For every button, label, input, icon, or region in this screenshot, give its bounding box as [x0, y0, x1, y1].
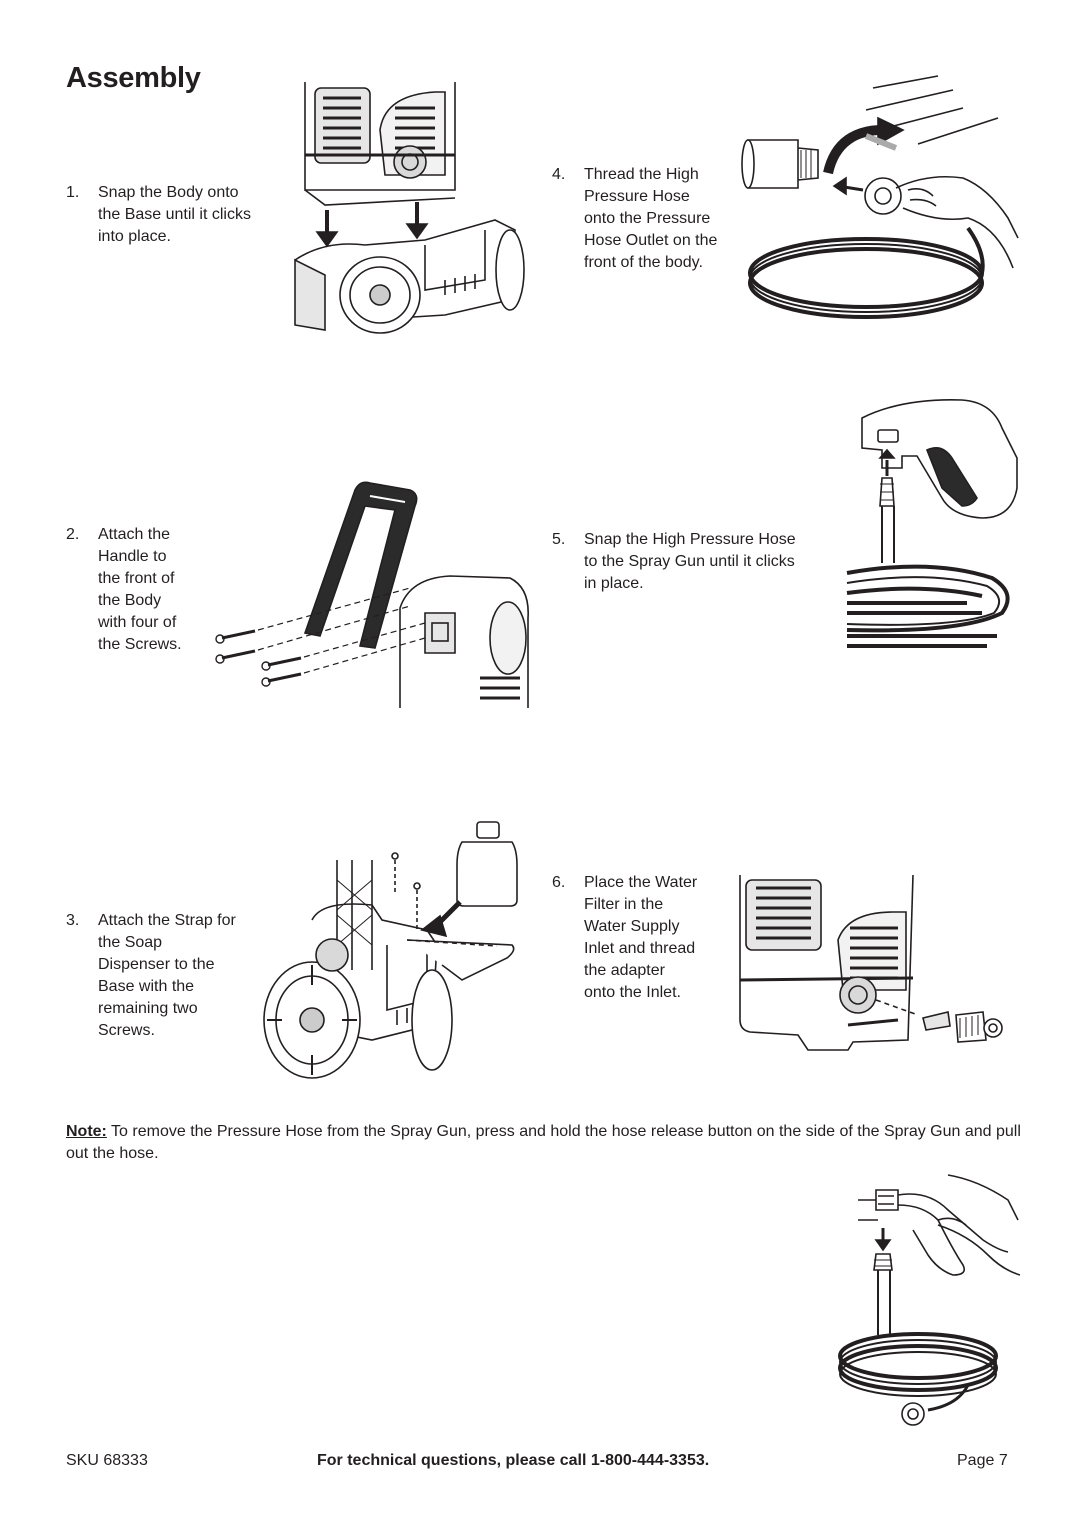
- step-text-line: Thread the High: [584, 166, 699, 183]
- footer-page-number: Page 7: [957, 1452, 1008, 1469]
- step-text-line: Handle to: [98, 548, 167, 565]
- spray-gun-hose-illustration: [846, 399, 1018, 648]
- note-text: To remove the Pressure Hose from the Spr…: [66, 1123, 1021, 1162]
- step-text-line: Place the Water: [584, 874, 698, 891]
- step-number: 4.: [552, 166, 566, 183]
- step-text-line: Screws.: [98, 1022, 155, 1039]
- water-filter-inlet-illustration: [739, 874, 1003, 1051]
- footer-support: For technical questions, please call 1-8…: [317, 1452, 710, 1469]
- step-text-line: Attach the Strap for: [98, 912, 236, 929]
- step-text-line: Pressure Hose: [584, 188, 690, 205]
- step-text-line: Dispenser to the: [98, 956, 215, 973]
- step-text-line: Snap the High Pressure Hose: [584, 531, 796, 548]
- step-text-line: remaining two: [98, 1000, 198, 1017]
- step-text-line: Attach the: [98, 526, 171, 543]
- step-3: 3. Attach the Strap for the Soap Dispens…: [66, 910, 266, 1050]
- step-5: 5. Snap the High Pressure Hose to the Sp…: [552, 529, 842, 599]
- step-text-line: Hose Outlet on the: [584, 232, 718, 249]
- body-onto-base-illustration: [294, 82, 525, 334]
- step-number: 3.: [66, 912, 80, 929]
- step-text-line: Snap the Body onto: [98, 184, 239, 201]
- step-text-line: the Screws.: [98, 636, 182, 653]
- step-text-line: Base with the: [98, 978, 195, 995]
- soap-dispenser-strap-illustration: [263, 821, 518, 1079]
- step-number: 1.: [66, 184, 80, 201]
- note-label: Note:: [66, 1123, 107, 1140]
- step-4: 4. Thread the High Pressure Hose onto th…: [552, 164, 752, 279]
- step-number: 2.: [66, 526, 80, 543]
- step-text-line: Filter in the: [584, 896, 664, 913]
- step-number: 6.: [552, 874, 566, 891]
- step-text-line: in place.: [584, 575, 644, 592]
- step-2: 2. Attach the Handle to the front of the…: [66, 524, 226, 664]
- hose-outlet-illustration: [741, 75, 1019, 319]
- note-paragraph: Note: To remove the Pressure Hose from t…: [66, 1121, 1026, 1165]
- step-text-line: into place.: [98, 228, 171, 245]
- step-text-line: onto the Inlet.: [584, 984, 681, 1001]
- footer-sku: SKU 68333: [66, 1452, 148, 1469]
- hose-release-illustration: [838, 1174, 1021, 1426]
- step-number: 5.: [552, 531, 566, 548]
- step-text-line: the Body: [98, 592, 162, 609]
- step-6: 6. Place the Water Filter in the Water S…: [552, 872, 742, 1012]
- page-title: Assembly: [66, 62, 201, 94]
- step-text-line: to the Spray Gun until it clicks: [584, 553, 795, 570]
- step-text-line: the front of: [98, 570, 175, 587]
- step-text-line: front of the body.: [584, 254, 703, 271]
- step-1: 1. Snap the Body onto the Base until it …: [66, 182, 286, 252]
- step-text-line: Water Supply: [584, 918, 680, 935]
- step-text-line: Inlet and thread: [584, 940, 696, 957]
- step-text-line: the Soap: [98, 934, 163, 951]
- step-text-line: the adapter: [584, 962, 665, 979]
- step-text-line: with four of: [98, 614, 177, 631]
- step-text-line: the Base until it clicks: [98, 206, 251, 223]
- step-text-line: onto the Pressure: [584, 210, 711, 227]
- handle-screws-illustration: [215, 481, 529, 708]
